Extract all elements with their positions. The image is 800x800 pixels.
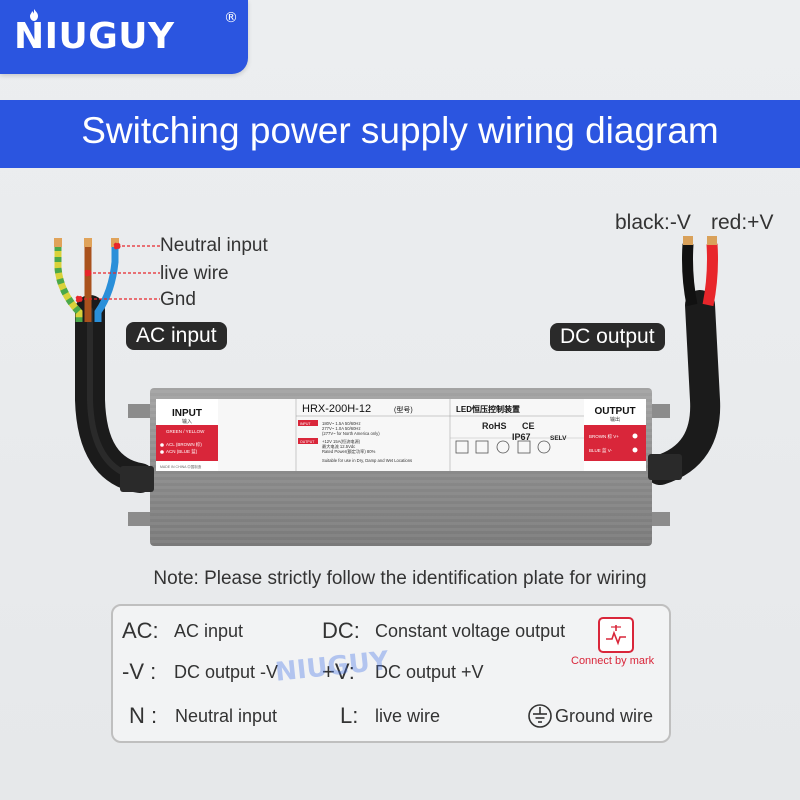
label-red-positive: red:+V	[711, 211, 774, 234]
plate-input-title: INPUT	[172, 408, 202, 419]
legend-n-key: N :	[129, 703, 158, 728]
ac-leader-lines	[75, 242, 160, 303]
plate-output-sub: 输出	[610, 416, 620, 423]
legend-ac-key: AC:	[122, 618, 159, 643]
legend-box	[111, 604, 671, 743]
label-live-wire: live wire	[160, 263, 229, 284]
plate-made-in: MADE IN CHINA 中国制造	[160, 464, 202, 469]
plate-output-row-0: BROWN 棕 V+	[589, 433, 619, 440]
identification-plate	[156, 399, 646, 471]
plate-product: LED恒压控制装置	[456, 404, 520, 414]
title-band	[0, 100, 800, 168]
plate-output-title: OUTPUT	[594, 406, 635, 417]
legend-pos-key: +V:	[322, 659, 355, 684]
connect-by-mark-label: Connect by mark	[571, 655, 655, 667]
legend-neg-value: DC output -V	[174, 662, 279, 682]
label-gnd: Gnd	[160, 289, 196, 310]
ground-icon	[528, 704, 552, 728]
dc-cable	[645, 290, 721, 485]
plate-output-row-1: BLUE 蓝 V-	[589, 447, 613, 453]
plate-input-row-2: ACN (BLUE 蓝)	[166, 448, 198, 454]
legend-dc-key: DC:	[322, 618, 360, 643]
plate-suitable: Suitable for use in Dry, Damp and Wet Lo…	[322, 458, 412, 463]
plate-model: HRX-200H-12	[302, 403, 371, 415]
dc-wires	[682, 236, 718, 307]
legend-ground-value: Ground wire	[555, 706, 654, 726]
brand-logo: NIUGUY	[14, 16, 175, 57]
plate-spec-0: 180V~ 1.5A 50/60Hz	[322, 421, 361, 426]
plate-cert-ce: CE	[522, 421, 535, 431]
brand-tab: NIUGUY ®	[0, 0, 248, 74]
plate-spec-2: (277V~ for North America only)	[322, 431, 380, 436]
plate-input-sub: 输入	[182, 418, 192, 425]
registered-mark: ®	[224, 10, 238, 26]
label-black-negative: black:-V	[615, 211, 691, 234]
legend-n-value: Neutral input	[175, 706, 278, 726]
plate-cert-rohs: RoHS	[482, 421, 507, 431]
ac-input-badge: AC input	[126, 322, 227, 350]
dc-output-badge: DC output	[550, 323, 665, 351]
legend-l-value: live wire	[375, 706, 441, 726]
legend-pos-value: DC output +V	[375, 662, 484, 682]
plate-input-row-0: GREEN / YELLOW	[166, 429, 205, 434]
legend-neg-key: -V :	[122, 659, 157, 684]
ac-wires	[54, 238, 119, 322]
plate-cert-ip67: IP67	[512, 432, 531, 442]
plate-model-suffix: (型号)	[394, 405, 413, 414]
legend-l-key: L:	[340, 703, 359, 728]
plate-cert-selv: SELV	[550, 435, 567, 442]
plate-output-tag: OUTPUT	[300, 440, 315, 444]
plate-spec-5: Rated Power(额定功率) 80%	[322, 448, 376, 455]
legend-ac-value: AC input	[174, 621, 244, 641]
wiring-note: Note: Please strictly follow the identif…	[153, 568, 647, 589]
wiring-diagram: INPUT 输入 GREEN / YELLOW ACL (BROWN 棕) AC…	[54, 236, 721, 546]
label-neutral-input: Neutral input	[160, 235, 268, 256]
plate-spec-1: 277V~ 1.0A 50/60Hz	[322, 426, 361, 431]
flame-icon	[30, 9, 38, 21]
legend-dc-value: Constant voltage output	[375, 621, 566, 641]
plate-spec-4: 最大电流 12.5Vdc	[322, 443, 355, 450]
plate-input-row-1: ACL (BROWN 棕)	[166, 441, 202, 448]
page-title: Switching power supply wiring diagram	[81, 110, 719, 151]
plate-input-tag: INPUT	[300, 422, 311, 426]
plate-spec-3: +12V 15A(恒流电源)	[322, 438, 361, 445]
connect-mark-icon	[598, 617, 634, 653]
